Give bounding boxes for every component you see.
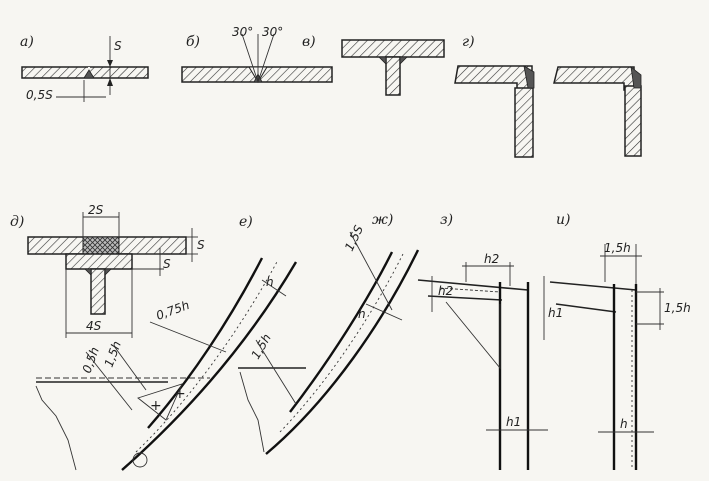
beam-bottom-z [427, 295, 503, 301]
label-zh: ж) [372, 212, 393, 228]
beam-top-z [417, 279, 529, 291]
corner-weld-2 [630, 66, 642, 89]
corner-weld-1 [523, 65, 535, 89]
break-line-zh [239, 371, 265, 453]
dim-line-zh-155 [349, 231, 393, 311]
dim-d-s1: S [197, 238, 205, 252]
weld-v-left [378, 56, 387, 65]
label-a: а) [20, 34, 34, 50]
pad-plate-d [65, 253, 133, 270]
frame-outer-zh [265, 249, 420, 455]
bracket-z [445, 301, 501, 370]
corner-plate-2-top [553, 66, 635, 91]
label-i: и) [556, 212, 570, 228]
weld-d-web-right [104, 268, 112, 276]
marker-e [132, 452, 148, 468]
diagram-d-pad-joint: д) 2S S S 4S [10, 203, 205, 338]
diagram-z-bracket-joint: з) h2 h2 h1 [417, 212, 548, 470]
dim-line-e-075 [149, 321, 227, 353]
beam-bottom-i [555, 303, 617, 313]
diagram-b-v-groove: б) 30° 30° [181, 25, 333, 83]
diagram-zh-curved-frame: ж) 1,5S 1,5h h [238, 212, 420, 455]
dim-d-top: 2S [88, 203, 104, 217]
diagram-g-corner-joints: г) [454, 34, 642, 158]
diagram-i-bracketless-joint: и) 1,5h 1,5h h1 h [543, 212, 691, 470]
dim-z-h2a: h2 [484, 252, 499, 266]
dim-line-e-05 [85, 351, 133, 411]
break-line-e [35, 385, 77, 471]
dim-line-e-15 [113, 345, 147, 391]
weld-z-top [439, 287, 501, 293]
angle-line-b-left [241, 33, 259, 83]
web-v [385, 56, 401, 96]
dim-z-h2b: h2 [438, 284, 453, 298]
dim-b-right: 30° [262, 25, 283, 39]
diagram-a-butt-joint: а) S 0,5S [20, 34, 149, 102]
corner-plate-1-side [514, 87, 534, 158]
dim-zh-155: 1,5S [342, 223, 366, 253]
dim-z-h1: h1 [506, 415, 521, 429]
dim-d-s2: S [163, 257, 171, 271]
dim-e-15: 1,5h [102, 339, 124, 369]
dim-e-075: 0,75h [154, 298, 191, 323]
dim-line-e-h [261, 279, 287, 297]
frame-mid-zh [279, 251, 405, 433]
weld-d-top [82, 236, 120, 255]
dim-i-h1: h1 [548, 306, 563, 320]
label-v: в) [302, 34, 316, 50]
dim-zh-h: h [358, 307, 366, 321]
arrow-a-s-bottom [107, 78, 113, 86]
dim-line-zh-15 [255, 339, 297, 405]
angle-line-b-right [257, 33, 275, 83]
dim-e-05: 0,5h [80, 345, 102, 375]
corner-plate-1-top [454, 65, 533, 91]
dim-i-15top: 1,5h [604, 241, 631, 255]
dim-e-h: h [266, 275, 274, 289]
frame-inner-zh [289, 251, 394, 413]
bracket-e [137, 383, 183, 421]
weld-v-right [399, 56, 408, 65]
plus-e-1: + [150, 398, 162, 414]
dim-d-bottom: 4S [86, 319, 102, 333]
label-b: б) [186, 34, 200, 50]
dim-zh-15: 1,5h [248, 331, 273, 361]
weld-d-web-left [84, 268, 92, 276]
label-g: г) [462, 34, 475, 50]
plus-e-2: + [174, 386, 186, 402]
dim-a-s: S [114, 39, 122, 53]
dim-line-zh-h [365, 303, 403, 321]
label-e: е) [239, 214, 253, 230]
diagram-v-t-joint: в) [302, 34, 445, 96]
frame-outer-e [121, 261, 298, 471]
web-d [90, 268, 106, 315]
dim-a-half: 0,5S [26, 88, 53, 102]
arrow-a-s-top [107, 60, 113, 67]
beam-top-i [549, 281, 637, 291]
weld-a [83, 69, 95, 79]
label-z: з) [440, 212, 453, 228]
frame-inner-e [147, 257, 264, 429]
dim-i-15right: 1,5h [664, 301, 691, 315]
flange-v [341, 39, 445, 58]
dim-i-h: h [620, 417, 628, 431]
label-d: д) [10, 214, 24, 230]
dim-b-left: 30° [232, 25, 253, 39]
corner-plate-2-side [624, 85, 642, 157]
